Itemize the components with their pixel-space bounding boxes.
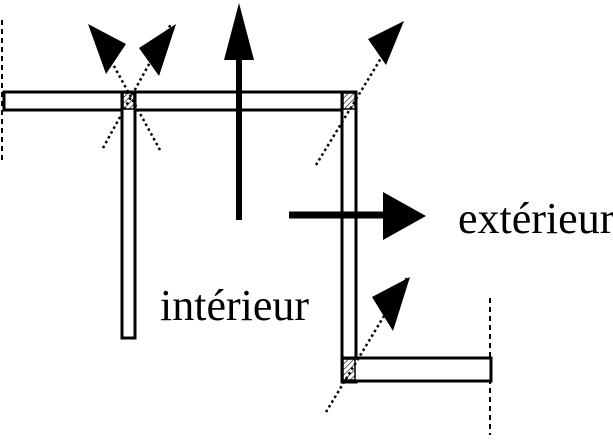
right-wall: [340, 90, 358, 384]
bottom-right-junction-dotted-line: [324, 277, 409, 413]
bottom-wall: [340, 356, 493, 383]
junction-bottom-right: [342, 358, 356, 381]
arrow-top-left-b-icon: [139, 24, 176, 76]
arrow-top-right-icon: [368, 21, 404, 65]
interior-label: intérieur: [160, 281, 309, 330]
right-arrow-icon: [289, 192, 426, 240]
exterior-label: extérieur: [458, 194, 613, 243]
up-arrow-icon: [224, 3, 254, 220]
arrow-bottom-right-icon: [372, 277, 410, 331]
top-wall: [2, 90, 358, 112]
junction-top-right: [342, 92, 356, 110]
partition-wall: [120, 90, 137, 340]
arrow-top-left-a-icon: [88, 24, 126, 74]
